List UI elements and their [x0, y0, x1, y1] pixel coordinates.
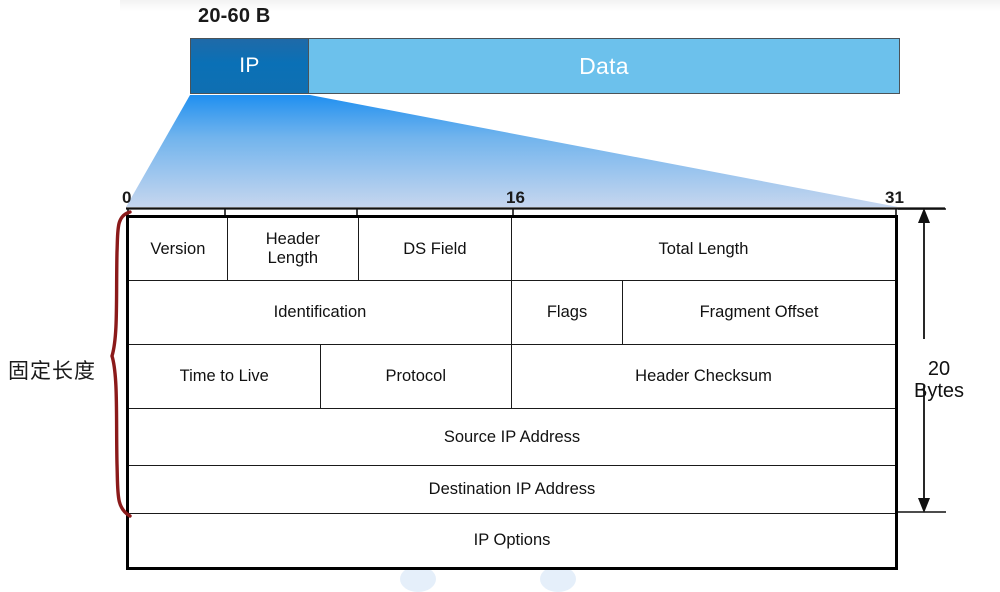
- field-label: Protocol: [385, 367, 447, 386]
- table-row: Source IP Address: [129, 409, 895, 466]
- table-row: IP Options: [129, 514, 895, 567]
- header-size-label: 20 Bytes: [904, 358, 974, 403]
- field-total-length[interactable]: Total Length: [512, 218, 895, 280]
- field-version[interactable]: Version: [129, 218, 228, 280]
- table-row: Version Header Length DS Field Total Len…: [129, 218, 895, 281]
- ip-header-table: Version Header Length DS Field Total Len…: [126, 215, 898, 570]
- field-header-length[interactable]: Header Length: [228, 218, 359, 280]
- page-left-band: [0, 0, 122, 14]
- header-size-dimension: [898, 208, 946, 513]
- field-label: Fragment Offset: [699, 303, 819, 322]
- table-row: Destination IP Address: [129, 466, 895, 514]
- fixed-length-brace: [110, 210, 132, 518]
- packet-bar: IP Data: [190, 38, 900, 94]
- field-label: DS Field: [403, 239, 467, 258]
- field-label: Version: [150, 239, 206, 258]
- field-label: Header Checksum: [635, 367, 772, 386]
- field-label: Destination IP Address: [428, 480, 596, 499]
- field-source-ip-address[interactable]: Source IP Address: [129, 409, 895, 465]
- ruler-tick-16: 16: [506, 188, 525, 207]
- field-header-checksum[interactable]: Header Checksum: [512, 345, 895, 408]
- field-label: Identification: [273, 303, 367, 322]
- packet-size-label: 20-60 B: [198, 5, 271, 27]
- field-protocol[interactable]: Protocol: [321, 345, 512, 408]
- field-flags[interactable]: Flags: [512, 281, 624, 344]
- table-row: Identification Flags Fragment Offset: [129, 281, 895, 345]
- field-label: Source IP Address: [443, 427, 581, 446]
- header-size-value: 20: [927, 358, 951, 380]
- page-top-band: [120, 0, 1000, 12]
- field-destination-ip-address[interactable]: Destination IP Address: [129, 466, 895, 513]
- field-ip-options[interactable]: IP Options: [129, 514, 895, 567]
- header-size-unit: Bytes: [913, 380, 965, 403]
- field-label: Flags: [546, 303, 588, 322]
- field-label: Total Length: [658, 239, 749, 258]
- field-label-line1: Header: [265, 230, 320, 249]
- field-label-line2: Length: [267, 249, 319, 267]
- packet-data-segment[interactable]: Data: [309, 39, 899, 93]
- fixed-length-label: 固定长度: [8, 359, 96, 383]
- field-label: IP Options: [473, 531, 551, 550]
- ruler-tick-31: 31: [885, 188, 904, 207]
- field-fragment-offset[interactable]: Fragment Offset: [623, 281, 895, 344]
- field-identification[interactable]: Identification: [129, 281, 512, 344]
- packet-ip-segment[interactable]: IP: [191, 39, 309, 93]
- field-time-to-live[interactable]: Time to Live: [129, 345, 321, 408]
- table-row: Time to Live Protocol Header Checksum: [129, 345, 895, 409]
- field-ds-field[interactable]: DS Field: [359, 218, 512, 280]
- field-label: Time to Live: [179, 367, 269, 386]
- ruler-tick-0: 0: [122, 188, 132, 207]
